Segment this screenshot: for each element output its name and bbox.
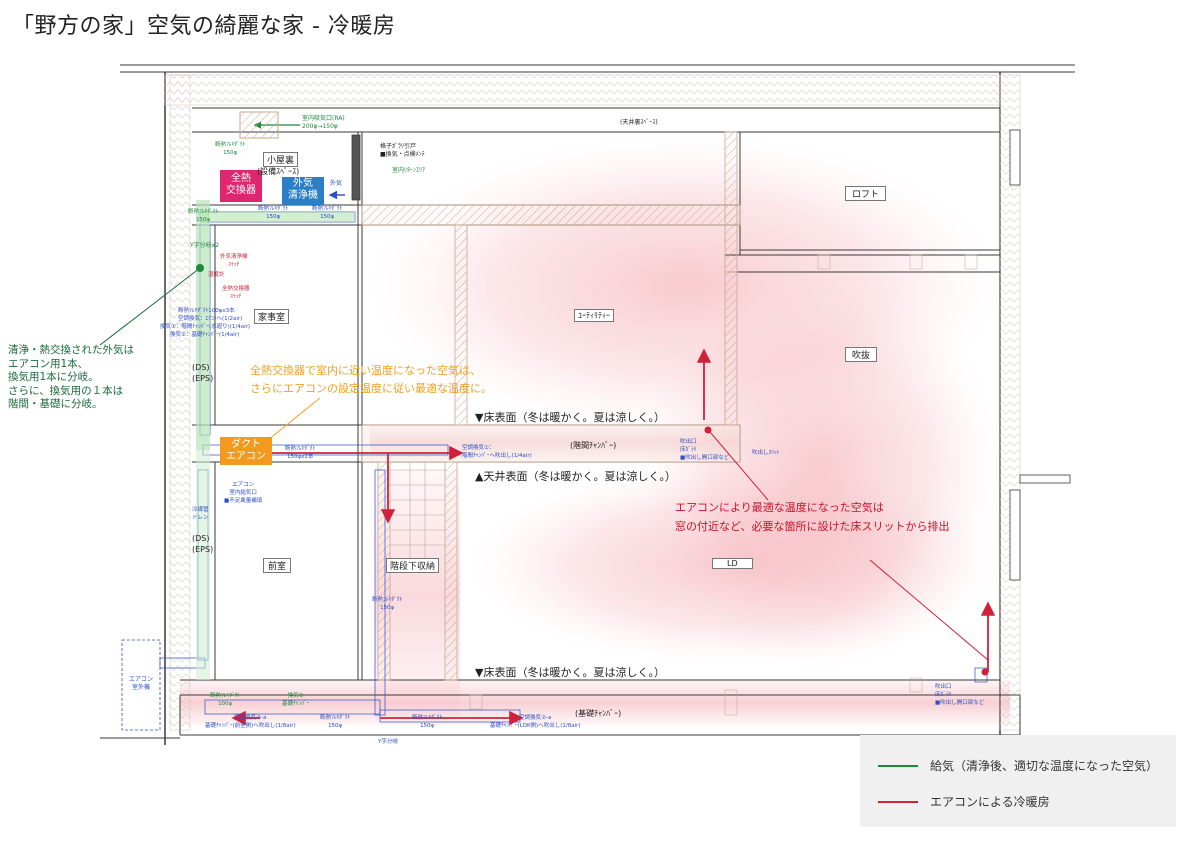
legend-label-supply: 給気（清浄後、適切な温度になった空気）: [930, 759, 1159, 773]
duct-150-c: 断熱ﾌﾚｷﾀﾞｸﾄ 150φ: [258, 206, 289, 220]
stair-chamber: (階間ﾁｬﾝﾊﾞｰ): [570, 441, 617, 450]
duct-150x2: 断熱ﾌﾚｷﾀﾞｸﾄ 150φx2本: [285, 446, 316, 460]
purifier-switch: 外気清浄機 ｽｲｯﾁ: [220, 254, 248, 268]
room-housework: 家事室: [254, 309, 290, 324]
vent2-d: 空調換気②-a 基礎ﾁｬﾝﾊﾞｰ(LDK側)へ吹出し(1/8air): [490, 715, 581, 729]
room-utility: ﾕｰﾃｨﾘﾃｨｰ: [574, 309, 614, 322]
y-branch-bottom: Y字分岐: [378, 739, 398, 745]
room-zenshitsu: 前室: [263, 558, 292, 573]
outlet-lower: 吹出口 床ｶﾞﾗﾘ ■吹出し開口部など: [935, 684, 985, 706]
legend: 給気（清浄後、適切な温度になった空気） エアコンによる冷暖房: [860, 735, 1176, 827]
room-attic: 小屋裏: [263, 152, 299, 167]
duct-150-d: 断熱ﾌﾚｷﾀﾞｸﾄ 150φ: [312, 206, 343, 220]
air-supply-note: 空調換気：ｴｱｺﾝへ(1/2air): [178, 316, 243, 322]
legend-swatch-aircon: [878, 801, 918, 803]
beam-marks: [469, 254, 978, 716]
outside-air-note: 清浄・熱交換された外気は エアコン用1本、 換気用1本に分岐。 さらに、換気用の…: [8, 344, 134, 410]
supply-air-path: [99, 121, 355, 680]
duct-150-g: 断熱ﾌﾚｷﾀﾞｸﾄ 150φ: [412, 715, 443, 729]
exchanger-note-leader: [267, 397, 321, 441]
duct-150-f: 断熱ﾌﾚｷﾀﾞｸﾄ 150φ: [320, 715, 351, 729]
lattice-door-label: 格子ｶﾞﾗﾘ引戸 ■換気・点検ﾒﾝﾃ: [380, 143, 425, 158]
room-attic-sub: (設備ｽﾍﾟｰｽ): [257, 167, 300, 176]
windows: [351, 129, 1071, 581]
aircon-intake: エアコン 室内給気口 ■不足風量補填: [224, 482, 263, 504]
heat-exchanger-label: 全熱 交換器: [226, 173, 256, 196]
room-fukinuke: 吹抜: [845, 347, 878, 362]
air-purifier: [282, 177, 324, 205]
vent2-c: 空調換気②-a 基礎ﾁｬﾝﾊﾞｰ(前室側)へ吹出し(1/8air): [205, 715, 296, 729]
foundation-chamber: (基礎ﾁｬﾝﾊﾞｰ): [575, 709, 622, 718]
duct-150-e: 断熱ﾌﾚｷﾀﾞｸﾄ 150φ: [372, 597, 403, 611]
vent1-note: 換気①：階間ﾁｬﾝﾊﾞｰ(水廻り)(1/4air): [160, 324, 251, 330]
outlet-upper: 吹出口 床ｶﾞﾗﾘ ■吹出し開口部など: [680, 439, 730, 461]
ra-return-box: [239, 111, 279, 139]
room-stair-storage: 階段下収納: [386, 558, 440, 573]
aircon-note: エアコンにより最適な温度になった空気は 窓の付近など、必要な箇所に設けた床スリッ…: [675, 501, 950, 533]
aircon-flow: [231, 348, 996, 726]
humidity: 湿度計: [208, 272, 225, 278]
room-loft: ロフト: [845, 186, 887, 201]
vent2-note: 換気②：基礎ﾁｬﾝﾊﾞｰ(1/4air): [170, 332, 240, 338]
duct-aircon-label: ダクト エアコン: [226, 439, 266, 462]
floor-surface-2: ▼床表面（冬は暖かく。夏は涼しく。）: [475, 666, 665, 679]
outside-air-label: 外気: [330, 180, 343, 187]
return-area-label: 室内ﾘﾀｰﾝｴﾘｱ: [392, 167, 426, 174]
duct-aircon: [220, 437, 272, 465]
air-purifier-label: 外気 清浄機: [288, 178, 318, 201]
drain-label: 冷媒管 ドレン: [192, 507, 209, 521]
duct-100x3: 断熱ﾌﾚｷﾀﾞｸﾄ100φx3本: [178, 308, 235, 314]
page-title: 「野方の家」空気の綺麗な家 - 冷暖房: [12, 14, 396, 39]
vent2-b: 換気② 基礎ﾁｬﾝﾊﾞｰ: [282, 693, 310, 707]
room-ds-eps-lower: (DS) (EPS): [192, 534, 214, 554]
floor-slit-upper: 吹出しｽﾘｯﾄ: [752, 450, 780, 456]
room-ceiling-space: (天井裏ｽﾍﾟｰｽ): [620, 119, 658, 126]
floor-surface-1: ▼床表面（冬は暖かく。夏は涼しく。）: [475, 411, 665, 424]
legend-swatch-supply: [878, 765, 918, 767]
outdoor-unit: [121, 639, 161, 731]
duct-100: 断熱ﾌﾚｷﾀﾞｸﾄ 100φ: [210, 693, 241, 707]
y-branch-top: Y字分岐x2: [190, 242, 220, 249]
room-ld: LD: [712, 558, 753, 569]
legend-label-aircon: エアコンによる冷暖房: [930, 795, 1050, 809]
outdoor-unit-label: エアコン 室外機: [128, 676, 153, 691]
duct-150-a: 断熱ﾌﾚｷﾀﾞｸﾄ 150φ: [215, 142, 246, 156]
vent1-b: 空調換気①： 階間ﾁｬﾝﾊﾞｰへ吹出し(1/4air): [462, 445, 532, 459]
warm-air-zones: [180, 135, 1010, 725]
ceiling-surface: ▲天井表面（冬は暖かく。夏は涼しく。）: [475, 470, 676, 483]
ra-inlet-label: 室内吸気口(RA) 200φ→150φ: [302, 115, 345, 130]
exchanger-switch: 全熱交換器 ｽｲｯﾁ: [222, 286, 250, 300]
exchanger-note: 全熱交換器で室内に近い温度になった空気は、 さらにエアコンの設定温度に従い最適な…: [250, 364, 492, 395]
roof: [120, 64, 1075, 745]
stairs: [390, 462, 445, 560]
duct-150-b: 断熱ﾌﾚｷﾀﾞｸﾄ 150φ: [188, 209, 219, 223]
heat-exchanger: [220, 170, 262, 202]
room-ds-eps-upper: (DS) (EPS): [192, 363, 214, 383]
